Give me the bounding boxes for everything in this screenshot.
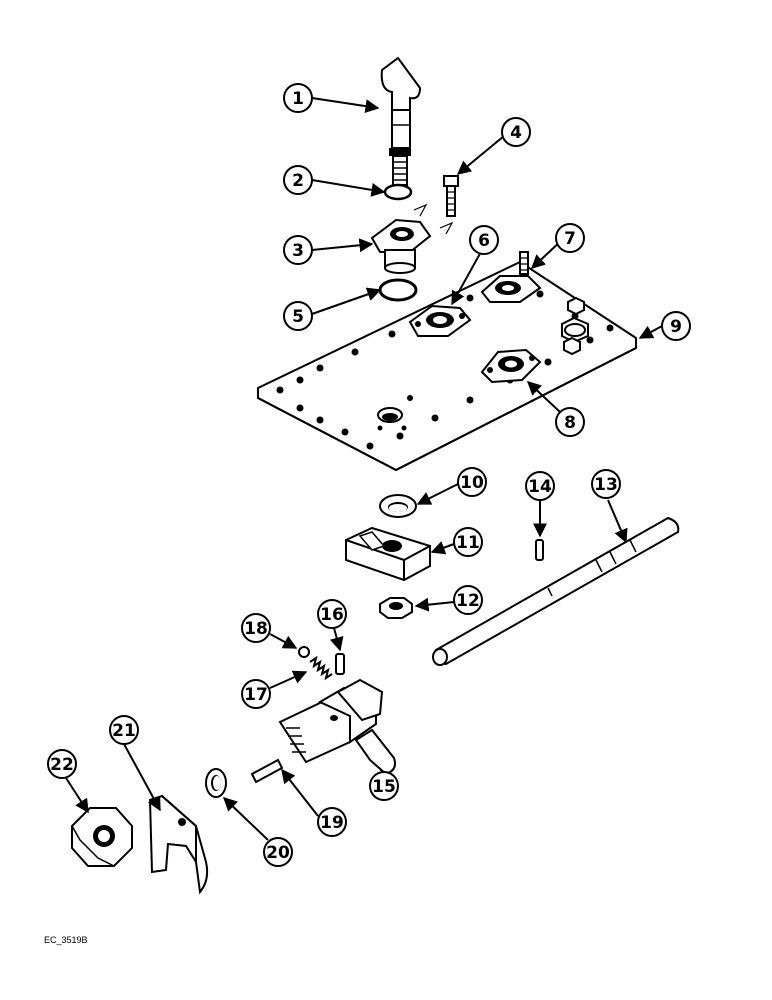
svg-text:11: 11 bbox=[456, 533, 480, 553]
callout-1: 1 bbox=[283, 83, 313, 113]
callout-22: 22 bbox=[47, 749, 77, 779]
part-4-bolt bbox=[443, 175, 459, 217]
svg-text:19: 19 bbox=[320, 813, 344, 833]
part-20-washer bbox=[205, 768, 227, 798]
leader-lines bbox=[65, 97, 663, 841]
svg-text:10: 10 bbox=[460, 473, 484, 493]
part-16-pin bbox=[335, 653, 345, 675]
part-11-slotted-block bbox=[345, 526, 431, 582]
svg-text:14: 14 bbox=[528, 477, 552, 497]
part-1-shaft bbox=[380, 56, 422, 186]
callout-21: 21 bbox=[109, 715, 139, 745]
svg-text:5: 5 bbox=[292, 307, 304, 327]
callout-17: 17 bbox=[241, 679, 271, 709]
svg-text:16: 16 bbox=[320, 605, 344, 625]
part-3-flange-housing bbox=[370, 218, 432, 274]
svg-text:8: 8 bbox=[564, 413, 576, 433]
callout-3: 3 bbox=[283, 235, 313, 265]
callout-19: 19 bbox=[317, 807, 347, 837]
svg-text:21: 21 bbox=[112, 721, 136, 741]
svg-text:9: 9 bbox=[670, 317, 682, 337]
svg-text:20: 20 bbox=[266, 843, 290, 863]
part-13-long-shaft bbox=[432, 516, 680, 666]
part-10-washer bbox=[379, 494, 417, 518]
callout-9: 9 bbox=[661, 311, 691, 341]
part-18-ball bbox=[298, 646, 310, 658]
callout-5: 5 bbox=[283, 301, 313, 331]
callout-8: 8 bbox=[555, 407, 585, 437]
part-8-flange bbox=[480, 348, 542, 384]
svg-text:17: 17 bbox=[244, 685, 268, 705]
callout-13: 13 bbox=[591, 469, 621, 499]
callout-2: 2 bbox=[283, 165, 313, 195]
part-5-o-ring bbox=[378, 278, 418, 302]
plate-fasteners bbox=[561, 296, 589, 356]
svg-text:13: 13 bbox=[594, 475, 618, 495]
svg-text:1: 1 bbox=[292, 89, 304, 109]
svg-text:12: 12 bbox=[456, 591, 480, 611]
part-15-valve-body bbox=[278, 678, 396, 776]
callout-10: 10 bbox=[457, 467, 487, 497]
callout-12: 12 bbox=[453, 585, 483, 615]
callout-11: 11 bbox=[453, 527, 483, 557]
svg-text:22: 22 bbox=[50, 755, 74, 775]
svg-text:3: 3 bbox=[292, 241, 304, 261]
part-2-o-ring bbox=[383, 183, 413, 201]
part-21-bracket bbox=[148, 794, 209, 895]
svg-text:15: 15 bbox=[372, 777, 396, 797]
svg-text:18: 18 bbox=[244, 619, 268, 639]
part-17-spring bbox=[309, 655, 333, 681]
callout-20: 20 bbox=[263, 837, 293, 867]
callout-15: 15 bbox=[369, 771, 399, 801]
reference-code: EC_3519B bbox=[44, 935, 88, 945]
svg-text:4: 4 bbox=[510, 123, 522, 143]
callout-16: 16 bbox=[317, 599, 347, 629]
callout-7: 7 bbox=[555, 223, 585, 253]
callout-4: 4 bbox=[501, 117, 531, 147]
callout-18: 18 bbox=[241, 613, 271, 643]
part-14-pin bbox=[535, 539, 544, 561]
svg-text:2: 2 bbox=[292, 171, 304, 191]
svg-text:7: 7 bbox=[564, 229, 576, 249]
part-9-plate bbox=[257, 260, 637, 472]
part-7-flange-stud bbox=[480, 251, 542, 303]
part-12-nut bbox=[379, 597, 413, 619]
callout-6: 6 bbox=[469, 225, 499, 255]
part-6-flange bbox=[408, 304, 472, 337]
part-19-roll-pin bbox=[250, 758, 284, 784]
part-22-hex-nut bbox=[71, 807, 133, 867]
svg-text:6: 6 bbox=[478, 231, 490, 251]
callout-14: 14 bbox=[525, 471, 555, 501]
